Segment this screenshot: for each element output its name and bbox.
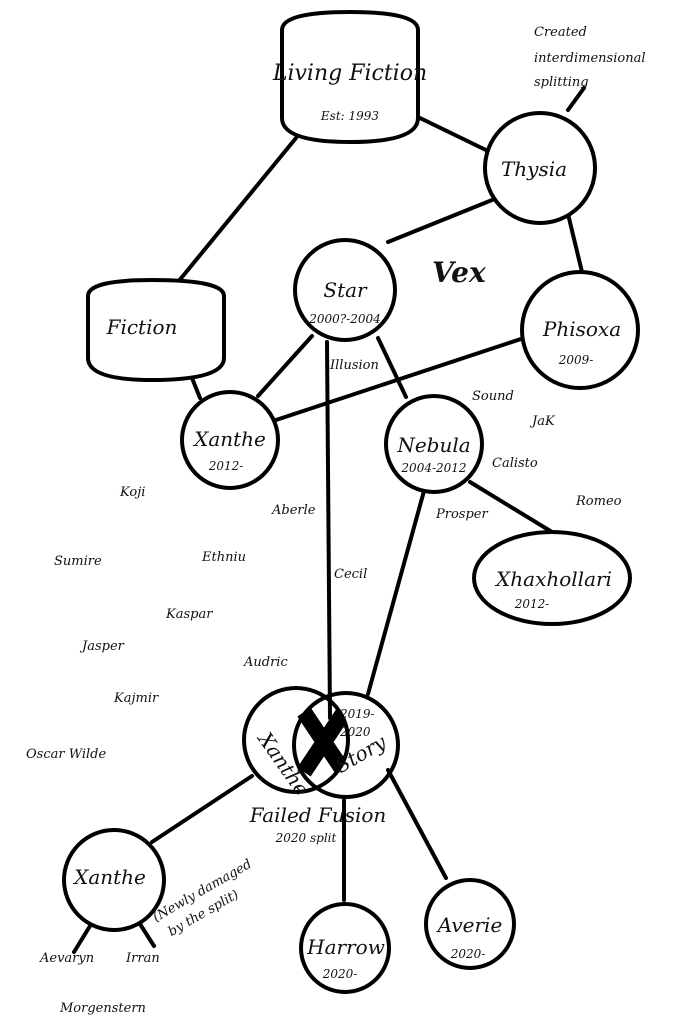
edge-nebula-xhaxhollari: [468, 480, 554, 534]
label-kaspar: Kaspar: [165, 607, 213, 622]
node-label: Harrow: [306, 935, 385, 959]
label-aberle: Aberle: [271, 503, 316, 518]
annotation-line: Created: [534, 25, 587, 40]
node-label: Fiction: [106, 315, 178, 339]
node-harrow[interactable]: Harrow 2020-: [299, 902, 391, 994]
circle-shape: [62, 828, 166, 932]
x-mark-icon: [297, 707, 348, 777]
node-label: Averie: [436, 913, 503, 937]
annotation-split-note: (Newly damaged by the split): [151, 857, 255, 940]
edge-thysia-star: [386, 194, 504, 244]
edge-living-fiction-thysia: [418, 116, 492, 154]
annotation-vex: Vex: [432, 256, 486, 289]
edge-thysia-phisoxa: [566, 212, 584, 274]
edge-nebula-fusion: [366, 489, 426, 696]
node-sub: 2004-2012: [400, 461, 466, 475]
circle-shape: [520, 270, 640, 390]
node-xanthe-2012[interactable]: Xanthe 2012-: [180, 390, 280, 490]
circle-shape: [424, 878, 516, 970]
fusion-story-sub2: 2020: [339, 725, 371, 739]
label-prosper: Prosper: [435, 507, 488, 522]
label-morgenstern: Morgenstern: [59, 1001, 146, 1016]
label-illusion: Illusion: [329, 358, 379, 373]
node-nebula[interactable]: Nebula 2004-2012: [384, 394, 484, 494]
label-oscar-wilde: Oscar Wilde: [26, 747, 106, 762]
label-audric: Audric: [243, 655, 288, 670]
annotation-line: interdimensional: [534, 51, 645, 66]
node-sub: 2000?-2004: [308, 312, 381, 326]
edge-star-fusion: [325, 340, 332, 720]
node-sub: 2012-: [208, 459, 244, 473]
fusion-story-sub: 2019-: [339, 707, 375, 721]
annotation-thysia-note: Created interdimensional splitting: [534, 25, 645, 90]
node-label: Xhaxhollari: [494, 567, 612, 591]
node-phisoxa[interactable]: Phisoxa 2009-: [520, 270, 640, 390]
node-fiction[interactable]: Fiction: [86, 277, 226, 383]
label-sumire: Sumire: [54, 554, 102, 569]
label-cecil: Cecil: [334, 567, 367, 582]
circle-shape: [293, 238, 397, 342]
node-label: Star: [323, 278, 368, 302]
label-jak: JaK: [529, 414, 556, 429]
node-label: Living Fiction: [272, 61, 427, 86]
circle-shape: [299, 902, 391, 994]
node-failed-fusion[interactable]: Xanthe Story 2019- 2020 Failed Fusion 20…: [242, 686, 400, 845]
cylinder-shape: [86, 277, 226, 383]
fusion-xanthe-circle: [242, 686, 350, 794]
fusion-story-circle: [292, 691, 400, 799]
fusion-sub: 2020 split: [275, 831, 337, 845]
label-irran: Irran: [125, 951, 160, 966]
node-xanthe-split[interactable]: Xanthe: [62, 828, 166, 932]
node-sub: Est: 1993: [320, 109, 380, 123]
node-star[interactable]: Star 2000?-2004: [293, 238, 397, 342]
edge-fiction-xanthe: [190, 376, 202, 400]
node-sub: 2020-: [450, 947, 486, 961]
edge-xanthe-aevaryn: [72, 924, 92, 954]
cylinder-shape: [280, 9, 420, 145]
ellipse-shape: [472, 530, 632, 626]
node-label: Phisoxa: [542, 317, 621, 341]
circle-shape: [180, 390, 280, 490]
edge-xanthe-irran: [138, 922, 156, 948]
circle-shape: [483, 111, 597, 225]
edge-thysia-note: [566, 86, 586, 112]
edge-fusion-xanthe-split: [150, 774, 254, 844]
circle-shape: [384, 394, 484, 494]
node-label: Xanthe: [192, 427, 266, 451]
node-xhaxhollari[interactable]: Xhaxhollari 2012-: [472, 530, 632, 626]
node-sub: 2009-: [558, 353, 594, 367]
node-thysia[interactable]: Thysia: [483, 111, 597, 225]
node-living-fiction[interactable]: Living Fiction Est: 1993: [272, 9, 427, 145]
node-averie[interactable]: Averie 2020-: [424, 878, 516, 970]
annotation-line: splitting: [534, 75, 589, 90]
node-label: Nebula: [396, 433, 470, 457]
label-jasper: Jasper: [79, 639, 125, 654]
label-koji: Koji: [119, 485, 145, 500]
label-kajmir: Kajmir: [113, 691, 159, 706]
label-ethniu: Ethniu: [201, 550, 246, 565]
node-label: Xanthe: [72, 865, 146, 889]
edge-living-fiction-fiction: [176, 136, 298, 284]
node-sub: 2012-: [514, 597, 550, 611]
fusion-label: Failed Fusion: [249, 803, 387, 827]
free-labels: Illusion Sound JaK Calisto Romeo Prosper…: [26, 358, 622, 1016]
label-aevaryn: Aevaryn: [39, 951, 94, 966]
edge-fusion-averie: [386, 768, 448, 880]
label-calisto: Calisto: [492, 456, 538, 471]
node-label: Thysia: [501, 157, 567, 181]
label-romeo: Romeo: [575, 494, 622, 509]
node-sub: 2020-: [322, 967, 358, 981]
edge-star-nebula: [376, 336, 408, 399]
edge-star-xanthe: [256, 334, 314, 398]
edges: [72, 86, 586, 954]
label-sound: Sound: [472, 389, 514, 404]
edge-phisoxa-xanthe: [274, 334, 532, 422]
